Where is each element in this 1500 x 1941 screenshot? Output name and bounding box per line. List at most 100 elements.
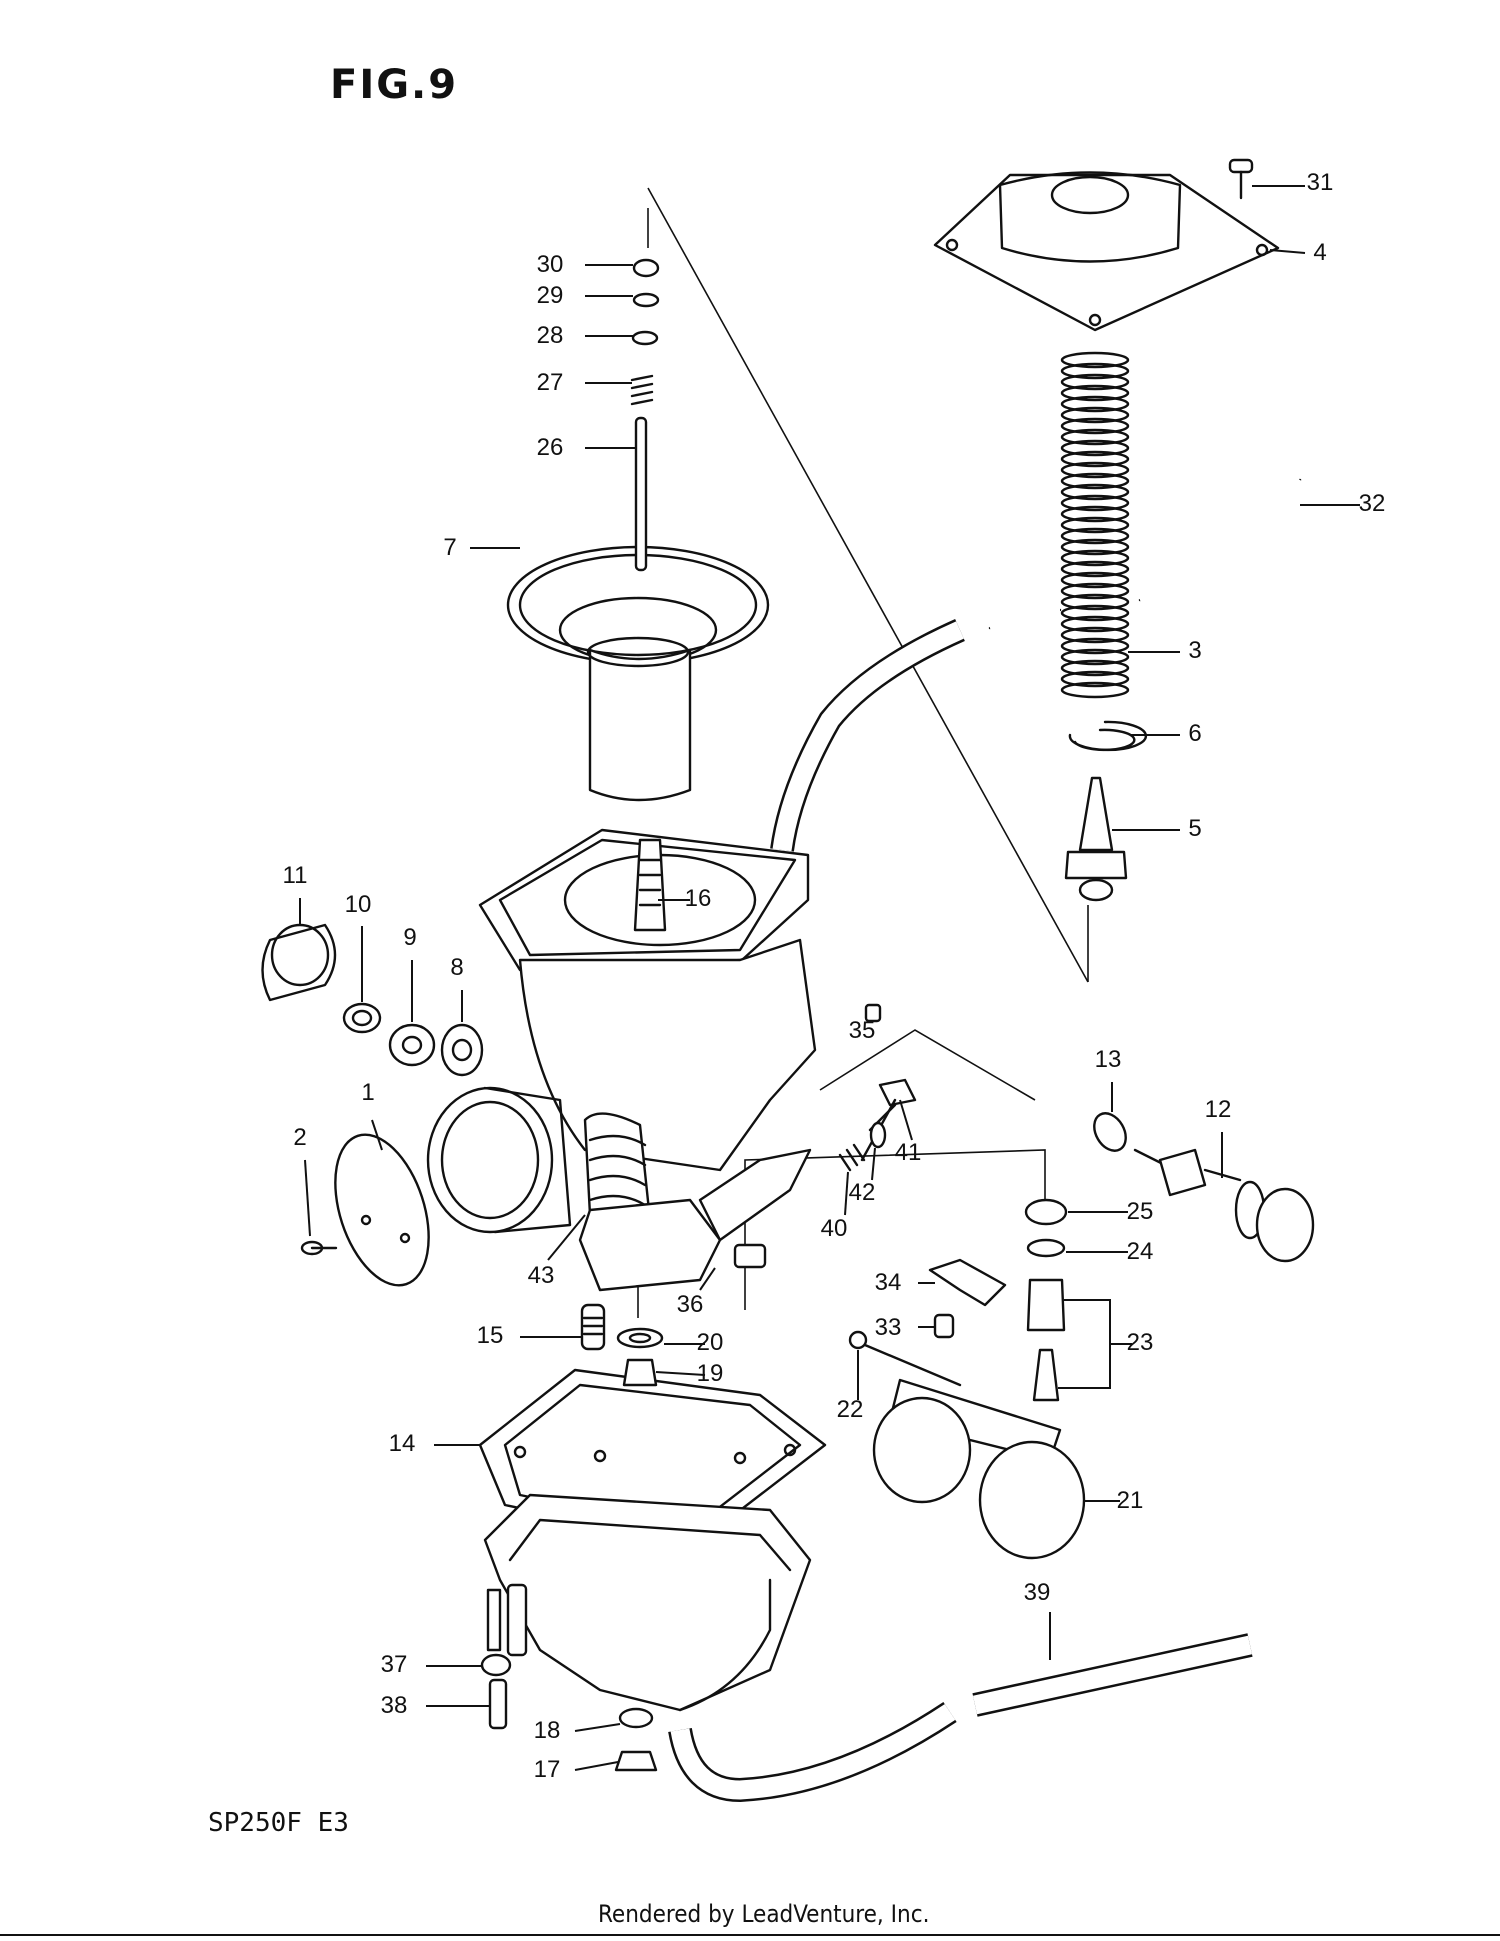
- callout-leader-40: [844, 1171, 849, 1216]
- alignment-lines: [637, 187, 1089, 1318]
- callout-19: 19: [697, 1360, 724, 1387]
- callout-25: 25: [1127, 1198, 1154, 1225]
- callout-9: 9: [403, 924, 416, 951]
- callout-26: 26: [537, 434, 564, 461]
- spring-coil: [1060, 582, 1130, 600]
- callout-22: 22: [837, 1396, 864, 1423]
- spring-coil: [1060, 373, 1130, 391]
- spring-coil: [1060, 527, 1130, 545]
- callout-38: 38: [381, 1692, 408, 1719]
- callout-4: 4: [1313, 239, 1326, 266]
- jets: [580, 1303, 664, 1387]
- jet-needle-5: [1064, 776, 1128, 902]
- spring-coil: [1060, 571, 1130, 589]
- spring-coil: [1060, 483, 1130, 501]
- choke-plunger-12: [1093, 1112, 1315, 1263]
- spring-coil: [1060, 395, 1130, 413]
- callout-13: 13: [1095, 1046, 1122, 1073]
- callout-16: 16: [685, 885, 712, 912]
- spring-coil: [1060, 428, 1130, 446]
- callout-leader-1: [371, 1119, 383, 1151]
- spring-coil: [1060, 615, 1130, 633]
- callout-leader-36: [699, 1267, 716, 1291]
- spring-coil: [1060, 351, 1130, 369]
- callout-leader-42: [871, 1147, 876, 1181]
- callout-leader-19: [655, 1371, 706, 1376]
- spring-coil: [1060, 461, 1130, 479]
- circlip-6: [1068, 720, 1148, 752]
- callout-37: 37: [381, 1651, 408, 1678]
- callout-39: 39: [1024, 1579, 1051, 1606]
- cover-plate-1: [300, 1133, 430, 1287]
- callout-labels: 1234567891011121314151617181920212223242…: [283, 169, 1386, 1783]
- drain-parts: [480, 1653, 658, 1772]
- diaphragm-piston-7: [506, 545, 770, 802]
- callout-29: 29: [537, 282, 564, 309]
- callout-34: 34: [875, 1269, 902, 1296]
- spring-coil: [1060, 384, 1130, 402]
- callout-42: 42: [849, 1179, 876, 1206]
- callout-6: 6: [1188, 720, 1201, 747]
- spring-coil: [1060, 450, 1130, 468]
- callout-leader-18: [574, 1723, 621, 1732]
- callout-27: 27: [537, 369, 564, 396]
- callout-14: 14: [389, 1430, 416, 1457]
- needle-stack: [630, 258, 660, 572]
- callout-36: 36: [677, 1291, 704, 1318]
- float-valve-23: [1024, 1198, 1111, 1402]
- callout-leader-41: [899, 1099, 913, 1141]
- spring-coil: [1060, 439, 1130, 457]
- callout-leader-4: [1269, 249, 1306, 254]
- callout-28: 28: [537, 322, 564, 349]
- top-cover: [933, 171, 1280, 332]
- callout-2: 2: [293, 1124, 306, 1151]
- callout-11: 11: [283, 862, 308, 889]
- spring-coil: [1060, 659, 1130, 677]
- spring-coil: [1060, 593, 1130, 611]
- callout-15: 15: [477, 1322, 504, 1349]
- callout-31: 31: [1307, 169, 1334, 196]
- callout-17: 17: [534, 1756, 561, 1783]
- callout-23: 23: [1127, 1329, 1154, 1356]
- hose-32: [770, 475, 1308, 852]
- callout-leader-17: [574, 1761, 619, 1771]
- spring-coil: [1060, 472, 1130, 490]
- spring-coil: [1060, 417, 1130, 435]
- callout-30: 30: [537, 251, 564, 278]
- model-code: SP250F E3: [208, 1808, 349, 1838]
- carburetor-body: [426, 828, 817, 1292]
- spring-coil: [1060, 549, 1130, 567]
- float-bowl: [478, 1368, 827, 1712]
- callout-7: 7: [443, 534, 456, 561]
- spring-coil: [1060, 538, 1130, 556]
- spring-coil: [1060, 670, 1130, 688]
- spring-coil: [1060, 626, 1130, 644]
- small-screws: [838, 1003, 917, 1172]
- screw-31: [1228, 158, 1254, 200]
- callout-35: 35: [849, 1017, 876, 1044]
- callout-32: 32: [1359, 490, 1386, 517]
- figure-title: FIG.9: [330, 62, 459, 108]
- spring-coil: [1060, 516, 1130, 534]
- float-21: [848, 1330, 1086, 1560]
- hose-39: [668, 1633, 1253, 1803]
- spring-coil: [1060, 505, 1130, 523]
- spring-coil: [1060, 648, 1130, 666]
- bracket-34: [928, 1258, 1007, 1339]
- footer-divider: [0, 1934, 1500, 1936]
- spring-coil: [1060, 494, 1130, 512]
- left-parts: [261, 923, 484, 1077]
- callout-33: 33: [875, 1314, 902, 1341]
- callout-41: 41: [895, 1139, 922, 1166]
- callout-leader-43: [547, 1214, 586, 1261]
- callout-18: 18: [534, 1717, 561, 1744]
- callout-21: 21: [1117, 1487, 1144, 1514]
- callout-5: 5: [1188, 815, 1201, 842]
- callout-3: 3: [1188, 637, 1201, 664]
- spring-coil: [1060, 560, 1130, 578]
- callout-8: 8: [450, 954, 463, 981]
- spring-coil: [1060, 406, 1130, 424]
- spring: [1060, 351, 1130, 699]
